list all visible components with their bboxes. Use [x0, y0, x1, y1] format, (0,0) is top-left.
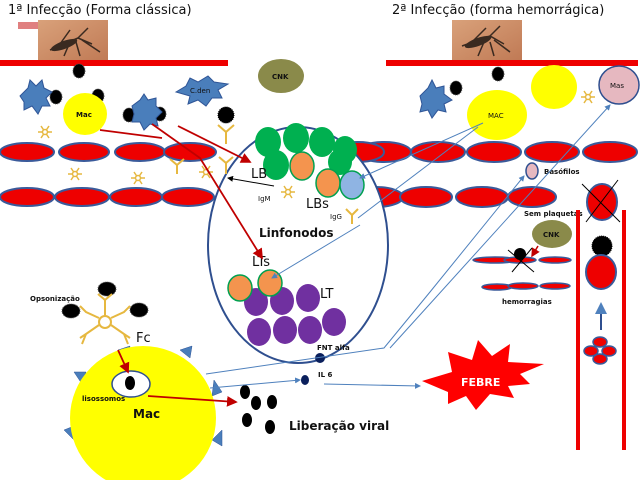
antibody-top-icon	[217, 124, 235, 144]
label-c-den: C.den	[190, 87, 210, 95]
label-lt: LT	[320, 287, 333, 302]
arrow-igm	[227, 175, 275, 187]
macrophage-top-right	[467, 90, 527, 140]
virus-particle	[61, 303, 81, 319]
red-arrows	[99, 123, 263, 407]
label-igg: IgG	[330, 213, 342, 221]
mosquito-image-right	[452, 20, 522, 60]
lb-cells	[255, 123, 365, 200]
dendritic-cell-icon-right	[419, 78, 453, 119]
label-basofilos: Basófilos	[544, 168, 580, 176]
label-liberacao-viral: Liberação viral	[289, 419, 389, 433]
basophil	[525, 162, 539, 180]
label-igm: IgM	[258, 195, 271, 203]
released-virus-particles	[240, 385, 277, 434]
virus-particle	[491, 66, 505, 82]
antibody-complex-icon	[79, 293, 131, 345]
label-mac-top-left: Mac	[76, 111, 92, 119]
damaged-vessels	[472, 247, 572, 291]
label-mac-bottom: Mac	[133, 407, 160, 421]
dendritic-cell-icon	[19, 79, 53, 115]
virus-particle	[49, 89, 63, 105]
label-opsonizacao: Opsonização	[30, 295, 80, 303]
mast-cell	[598, 65, 640, 105]
vessel-wall-right	[622, 210, 626, 450]
label-cnk-top: CNK	[272, 73, 289, 81]
title-second-infection: 2ª Infecção (forma hemorrágica)	[392, 3, 604, 18]
macrophage-top-left	[63, 93, 107, 135]
label-cnk-right: CNK	[543, 231, 560, 239]
skin-bar-right	[386, 60, 638, 66]
label-sem-plaquetas: Sem plaquetas	[524, 210, 583, 218]
platelet-cluster	[583, 336, 617, 365]
label-hemorragias: hemorragias	[502, 298, 552, 306]
virus-particle	[97, 281, 117, 297]
arrow-cnk-attack	[531, 245, 540, 258]
label-lbs: LBs	[306, 197, 329, 212]
virus-particle	[129, 302, 149, 318]
label-febre: FEBRE	[461, 376, 500, 389]
antigen-icons	[38, 90, 595, 199]
virus-particle	[72, 63, 86, 79]
macrophage-bottom	[70, 346, 216, 480]
lt-cells	[227, 269, 346, 346]
yellow-cell-right	[531, 65, 577, 109]
blue-arrows	[205, 104, 611, 389]
virus-in-phagosome	[125, 376, 135, 390]
virus-spiky	[217, 106, 235, 124]
virus-particle	[449, 80, 463, 96]
virus-spiky	[591, 235, 613, 257]
antibody-icons	[169, 156, 359, 224]
febre-burst	[422, 340, 544, 410]
label-il6: IL 6	[318, 371, 333, 379]
label-fc: Fc	[136, 331, 151, 346]
dendritic-cell-c-den	[174, 75, 230, 107]
mosquito-image-left	[38, 20, 108, 60]
skin-bar-left	[0, 60, 228, 66]
rbc-in-vessel	[585, 254, 617, 290]
label-fnt-alfa: FNT alfa	[317, 344, 350, 352]
cnk-cell-top	[258, 59, 304, 93]
fnt-alfa-cytokine	[315, 353, 325, 363]
label-linfonodos: Linfonodos	[259, 226, 334, 240]
cnk-cell-right	[532, 220, 572, 248]
il6-cytokine	[301, 375, 309, 385]
title-first-infection: 1ª Infecção (Forma clássica)	[8, 3, 192, 18]
dendritic-cell-icon	[131, 93, 163, 131]
label-mas: Mas	[610, 82, 624, 90]
label-mac-top-right: MAC	[488, 112, 504, 120]
label-lisossomos: lisossomos	[82, 395, 125, 403]
cross-mark	[581, 179, 621, 223]
pink-marker	[18, 22, 38, 29]
label-lb: LB	[251, 167, 267, 182]
vessel-wall-left	[576, 210, 580, 450]
